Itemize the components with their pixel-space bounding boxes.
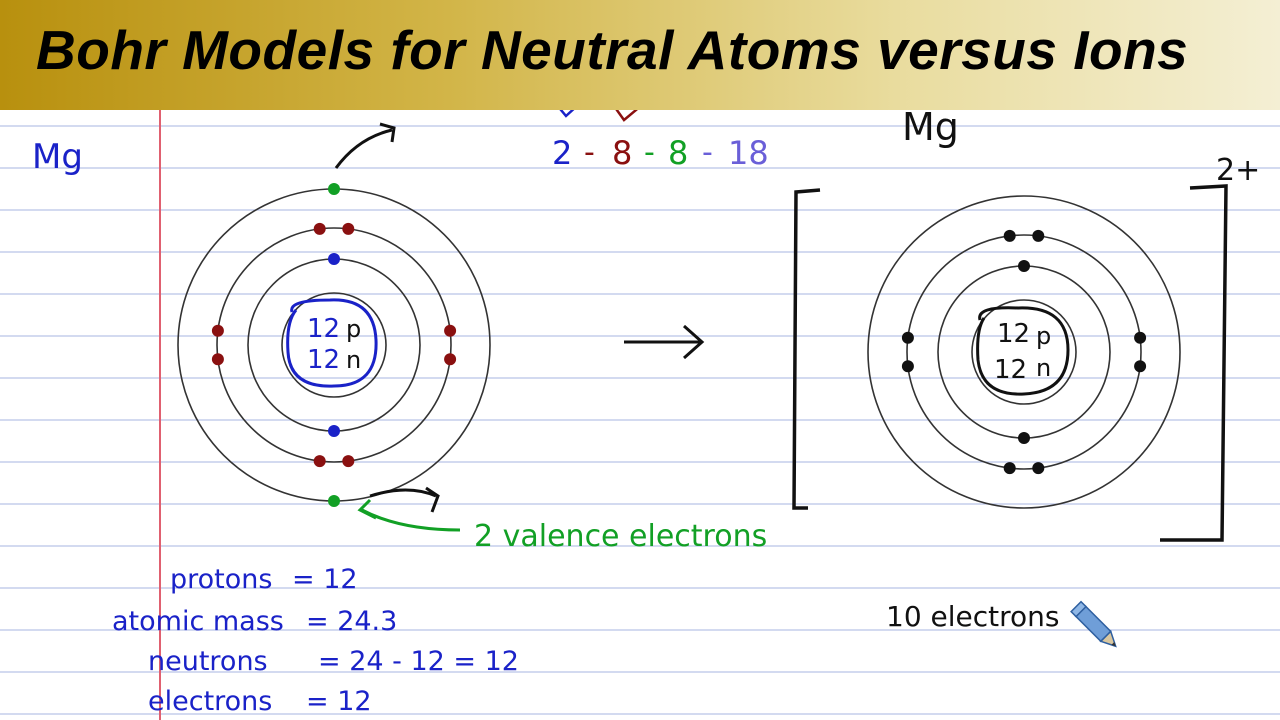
- electron: [211, 353, 224, 366]
- capacity-dash: -: [644, 135, 655, 170]
- arrow-out-bottom-icon: [369, 486, 440, 513]
- electron: [1018, 432, 1030, 444]
- page-title: Bohr Models for Neutral Atoms versus Ion…: [36, 19, 1189, 81]
- nucleus-scribble: [286, 298, 378, 388]
- electron: [1003, 462, 1016, 475]
- pencil-icon: [1070, 600, 1117, 648]
- neutral-nucleus-protons-unit: p: [346, 315, 361, 343]
- electron: [1018, 260, 1030, 272]
- ion-electron-count: 10 electrons: [886, 600, 1060, 633]
- valence-arrow-icon: [357, 498, 461, 532]
- electron: [313, 455, 326, 468]
- electron: [901, 360, 914, 373]
- ion-right-bracket: [1160, 184, 1228, 542]
- arrow-right-icon: [624, 324, 705, 360]
- ion-charge: 2+: [956, 110, 994, 115]
- capacity-2: 2: [552, 134, 572, 172]
- nucleus-outline: [281, 292, 387, 398]
- calc-atomic-mass-expr: = 24.3: [306, 606, 397, 637]
- bracket-charge: 2+: [1216, 153, 1260, 188]
- electron: [328, 253, 340, 265]
- shell-2-orbit: [216, 227, 452, 463]
- neutral-atom-diagram: 12 p 12 n: [177, 122, 491, 513]
- notebook-page: 12 p 12 n 2 - 8 - 8 - 18 Mg Mg 2+ 2+ 12 …: [0, 110, 1280, 720]
- checkmark-icon: [615, 110, 638, 122]
- electron: [1003, 229, 1016, 242]
- ion-electrons: [901, 229, 1147, 475]
- neutral-nucleus-protons: 12: [307, 314, 340, 344]
- checkmark-icon: [559, 110, 575, 118]
- ion-nucleus-outline: [971, 299, 1077, 405]
- electron: [211, 324, 224, 337]
- ion-shell-1-orbit: [937, 265, 1111, 439]
- electron: [1134, 331, 1147, 344]
- ruled-lines: [0, 125, 1280, 715]
- electron: [328, 495, 340, 507]
- electron: [444, 353, 457, 366]
- electron: [444, 324, 457, 337]
- calc-neutrons-label: neutrons: [148, 646, 268, 677]
- capacity-8: 8: [612, 134, 632, 172]
- calc-neutrons-expr: = 24 - 12 = 12: [318, 646, 519, 677]
- ion-nucleus-neutrons: 12: [994, 355, 1027, 385]
- ion-outer-orbit: [867, 195, 1181, 509]
- electron: [342, 455, 355, 468]
- electron: [1134, 360, 1147, 373]
- ion-nucleus-scribble: [976, 306, 1070, 396]
- arrow-out-top-icon: [334, 122, 396, 169]
- calculations: protons = 12 atomic mass = 24.3 neutrons…: [112, 564, 519, 717]
- capacity-18: 18: [728, 134, 769, 172]
- electron: [1032, 462, 1045, 475]
- ion-left-bracket: [792, 188, 821, 510]
- neutral-symbol: Mg: [32, 137, 83, 177]
- ion-shell-2-orbit: [906, 234, 1142, 470]
- calc-atomic-mass-label: atomic mass: [112, 606, 284, 637]
- ion-symbol: Mg: [902, 110, 959, 149]
- calc-protons-label: protons: [170, 564, 272, 595]
- calc-electrons-label: electrons: [148, 686, 272, 717]
- neutral-electrons: [211, 183, 457, 507]
- capacity-dash: -: [702, 135, 713, 170]
- electron: [1032, 229, 1045, 242]
- ion-diagram: 12 p 12 n: [867, 195, 1181, 509]
- neutral-nucleus-neutrons-unit: n: [346, 346, 361, 374]
- ion-nucleus-neutrons-unit: n: [1036, 354, 1051, 382]
- valence-electrons-label: 2 valence electrons: [474, 519, 767, 554]
- capacity-dash: -: [584, 135, 595, 170]
- capacity-8: 8: [668, 134, 688, 172]
- title-bar: Bohr Models for Neutral Atoms versus Ion…: [0, 0, 1280, 110]
- ion-nucleus-protons-unit: p: [1036, 322, 1051, 350]
- electron: [328, 183, 340, 195]
- electron: [901, 331, 914, 344]
- shell-capacity-sequence: 2 - 8 - 8 - 18: [552, 110, 769, 172]
- electron: [313, 222, 326, 235]
- electron: [342, 222, 355, 235]
- calc-protons-expr: = 12: [292, 564, 358, 595]
- neutral-nucleus-neutrons: 12: [307, 345, 340, 375]
- electron: [328, 425, 340, 437]
- calc-electrons-expr: = 12: [306, 686, 372, 717]
- ion-nucleus-protons: 12: [997, 319, 1030, 349]
